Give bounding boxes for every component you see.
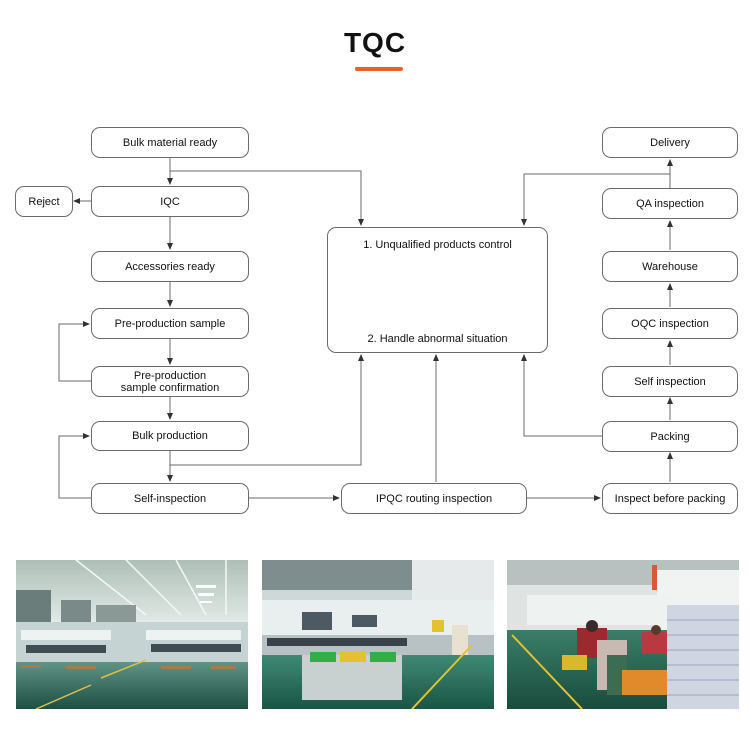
edge-bulk-to-control bbox=[170, 354, 364, 466]
node-label: Inspect before packing bbox=[614, 492, 726, 505]
node-ipqc-routing-inspection: IPQC routing inspection bbox=[341, 483, 527, 514]
node-self-inspection-right: Self inspection bbox=[602, 366, 738, 397]
node-bulk-production: Bulk production bbox=[91, 421, 249, 451]
node-label: Warehouse bbox=[642, 260, 698, 273]
node-delivery: Delivery bbox=[602, 127, 738, 158]
node-label: Bulk production bbox=[132, 430, 208, 442]
node-oqc-inspection: OQC inspection bbox=[602, 308, 738, 339]
edge-qa-to-control bbox=[521, 173, 670, 226]
edge-packing-to-control bbox=[521, 354, 603, 437]
node-accessories-ready: Accessories ready bbox=[91, 251, 249, 282]
node-label: Delivery bbox=[650, 136, 690, 149]
node-reject: Reject bbox=[15, 186, 73, 217]
node-label: QA inspection bbox=[636, 197, 704, 210]
node-label: Packing bbox=[650, 430, 690, 443]
node-label: OQC inspection bbox=[631, 317, 709, 330]
edge-self-loop bbox=[58, 433, 91, 499]
edge-bulk-material-to-control bbox=[170, 170, 364, 226]
node-self-inspection-left: Self-inspection bbox=[91, 483, 249, 514]
node-label: Accessories ready bbox=[125, 260, 215, 273]
node-label: Reject bbox=[28, 195, 60, 208]
node-quality-control-actions: 1. Unqualified products control 2. Handl… bbox=[327, 227, 548, 353]
flowchart-connectors bbox=[58, 158, 673, 501]
node-label: Bulk material ready bbox=[122, 136, 218, 149]
node-label-line2: sample confirmation bbox=[120, 381, 220, 394]
photo-packing-area bbox=[507, 560, 739, 709]
node-pre-production-confirmation: Pre-production sample confirmation bbox=[91, 366, 249, 397]
photo-production-line bbox=[262, 560, 494, 709]
node-label: Pre-production sample bbox=[114, 317, 226, 330]
control-item-2: 2. Handle abnormal situation bbox=[367, 333, 508, 345]
node-pre-production-sample: Pre-production sample bbox=[91, 308, 249, 339]
node-label: Self-inspection bbox=[133, 492, 207, 505]
page-title: TQC bbox=[343, 27, 407, 58]
photo-factory-workshop bbox=[16, 560, 248, 709]
node-iqc: IQC bbox=[91, 186, 249, 217]
node-warehouse: Warehouse bbox=[602, 251, 738, 282]
title-underline bbox=[355, 67, 403, 71]
node-label: Self inspection bbox=[634, 375, 706, 388]
node-qa-inspection: QA inspection bbox=[602, 188, 738, 219]
node-label: IPQC routing inspection bbox=[375, 492, 493, 505]
edge-confirmation-loop bbox=[58, 321, 91, 382]
node-packing: Packing bbox=[602, 421, 738, 452]
control-item-1: 1. Unqualified products control bbox=[363, 239, 512, 251]
node-inspect-before-packing: Inspect before packing bbox=[602, 483, 738, 514]
node-bulk-material-ready: Bulk material ready bbox=[91, 127, 249, 158]
node-label-line1: Pre-production bbox=[133, 369, 207, 382]
node-label: IQC bbox=[160, 195, 180, 208]
